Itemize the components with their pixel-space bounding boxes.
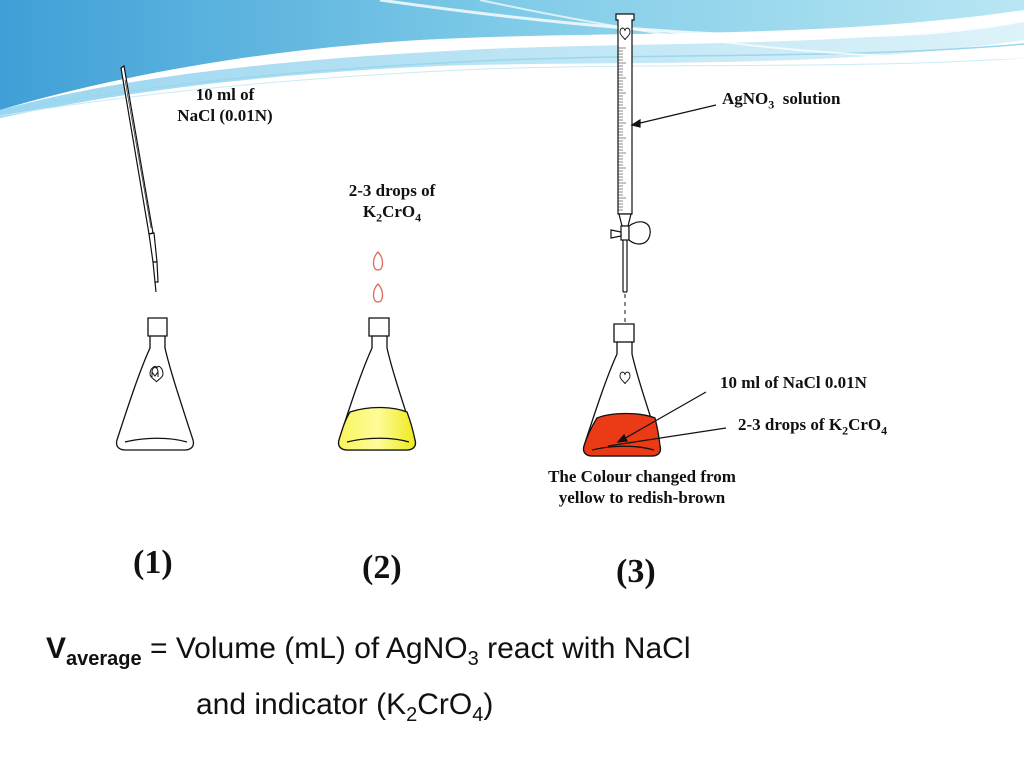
colour-line1: The Colour changed from [548, 467, 736, 486]
flask3-drops-sub-4: 4 [881, 423, 888, 438]
drops-sub-2: 2 [376, 210, 383, 225]
flask3-drops-cro: CrO [848, 415, 882, 434]
burette-graduations [618, 47, 626, 211]
step-3-label: (3) [616, 553, 656, 590]
flask3-drops-label: 2-3 drops of K2CrO4 [738, 414, 887, 441]
drops-sub-4: 4 [415, 210, 422, 225]
drops-line1: 2-3 drops of [348, 181, 436, 200]
formula-sub-4: 4 [472, 704, 484, 726]
formula-line-1: Vaverage = Volume (mL) of AgNO3 react wi… [46, 632, 690, 671]
formula-sub-2: 2 [406, 704, 418, 726]
formula-line-2: and indicator (K2CrO4) [196, 688, 493, 727]
drops-cro: CrO [382, 202, 416, 221]
flask-1 [115, 317, 195, 451]
agno3-ag: AgNO [722, 89, 769, 108]
flask-3 [582, 323, 662, 457]
pointer-arrows [607, 104, 727, 447]
formula-line1-b: react with NaCl [478, 632, 691, 665]
colour-change-label: The Colour changed from yellow to redish… [512, 466, 772, 508]
nacl-pipette-line2: NaCl (0.01N) [177, 106, 273, 125]
drops-formula: K2CrO4 [332, 201, 452, 228]
colour-line2: yellow to redish-brown [558, 488, 726, 507]
step-1-label: (1) [133, 544, 173, 581]
agno3-sub-3: 3 [768, 97, 775, 112]
flask3-drops-prefix: 2-3 drops of K [738, 415, 843, 434]
drops-label: 2-3 drops of K2CrO4 [332, 180, 452, 228]
formula-sub-3: 3 [467, 648, 479, 670]
agno3-solution: solution [782, 89, 841, 108]
pipette [120, 64, 159, 293]
formula-v-sub: average [66, 648, 142, 670]
burette [610, 13, 651, 293]
flask-2 [337, 317, 417, 451]
agno3-label: AgNO3 solution [722, 88, 840, 115]
nacl-pipette-line1: 10 ml of [195, 85, 255, 104]
step-2-label: (2) [362, 549, 402, 586]
formula-v: V [46, 632, 67, 665]
formula-line2-c: ) [483, 688, 494, 721]
background-wave [0, 0, 1024, 118]
formula-line2-b: CrO [417, 688, 473, 721]
drops-k: K [362, 202, 377, 221]
flask3-drops-sub-2: 2 [842, 423, 849, 438]
formula-line2-a: and indicator (K [196, 688, 407, 721]
flask3-nacl-label: 10 ml of NaCl 0.01N [720, 373, 867, 392]
formula-line1-a: = Volume (mL) of AgNO [141, 632, 468, 665]
nacl-pipette-label: 10 ml of NaCl (0.01N) [166, 84, 284, 126]
